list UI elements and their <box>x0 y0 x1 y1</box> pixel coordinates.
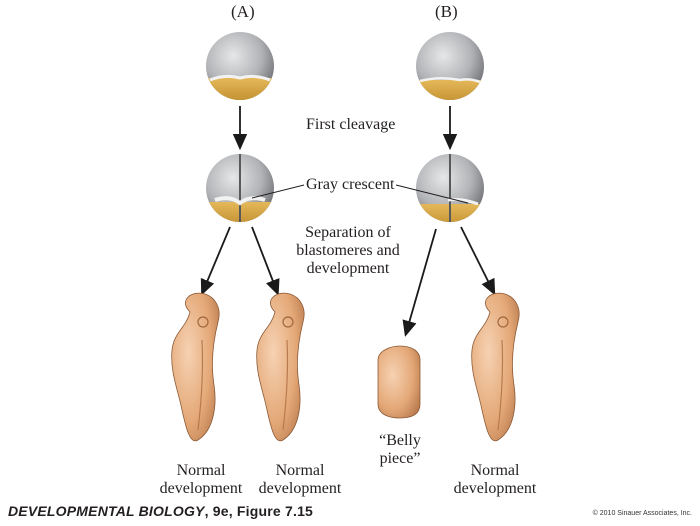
belly-piece <box>377 345 421 419</box>
normal-development-a2: Normal development <box>250 462 350 498</box>
egg-b-two-cell <box>416 154 484 222</box>
normal-a2-line-2: development <box>258 480 342 497</box>
embryo-normal-a1 <box>171 292 220 442</box>
embryo-normal-b <box>471 292 520 442</box>
separation-line-1: Separation of <box>305 224 391 241</box>
separation-line-3: development <box>306 260 390 277</box>
separation-label: Separation of blastomeres and developmen… <box>293 224 403 278</box>
normal-development-b: Normal development <box>445 462 545 498</box>
arrow-a-right <box>251 226 280 296</box>
embryo-normal-a2 <box>256 292 305 442</box>
figure-reference: , 9e, Figure 7.15 <box>204 503 314 519</box>
arrow-a-left <box>200 226 231 296</box>
egg-a-two-cell <box>206 154 274 222</box>
copyright-notice: © 2010 Sinauer Associates, Inc. <box>592 510 692 517</box>
belly-line-1: “Belly <box>379 432 421 449</box>
figure-caption: DEVELOPMENTAL BIOLOGY, 9e, Figure 7.15 <box>8 503 313 519</box>
normal-b-line-2: development <box>453 480 537 497</box>
normal-a2-line-1: Normal <box>275 462 325 479</box>
panel-label-b: (B) <box>435 2 458 21</box>
gray-crescent-pointer-b <box>395 184 469 204</box>
normal-development-a1: Normal development <box>151 462 251 498</box>
arrow-b-left <box>402 228 437 337</box>
book-title: DEVELOPMENTAL BIOLOGY <box>8 503 205 519</box>
first-cleavage-label: First cleavage <box>306 116 396 133</box>
arrow-b-right <box>460 226 496 296</box>
normal-a1-line-1: Normal <box>176 462 226 479</box>
separation-line-2: blastomeres and <box>296 242 400 259</box>
egg-b-uncleaved <box>416 32 484 100</box>
normal-a1-line-2: development <box>159 480 243 497</box>
belly-piece-label: “Belly piece” <box>360 432 440 468</box>
belly-line-2: piece” <box>379 450 421 467</box>
panel-label-a: (A) <box>231 2 255 21</box>
normal-b-line-1: Normal <box>470 462 520 479</box>
gray-crescent-pointer-a <box>251 184 305 199</box>
egg-a-uncleaved <box>206 32 274 100</box>
gray-crescent-label: Gray crescent <box>306 176 395 193</box>
